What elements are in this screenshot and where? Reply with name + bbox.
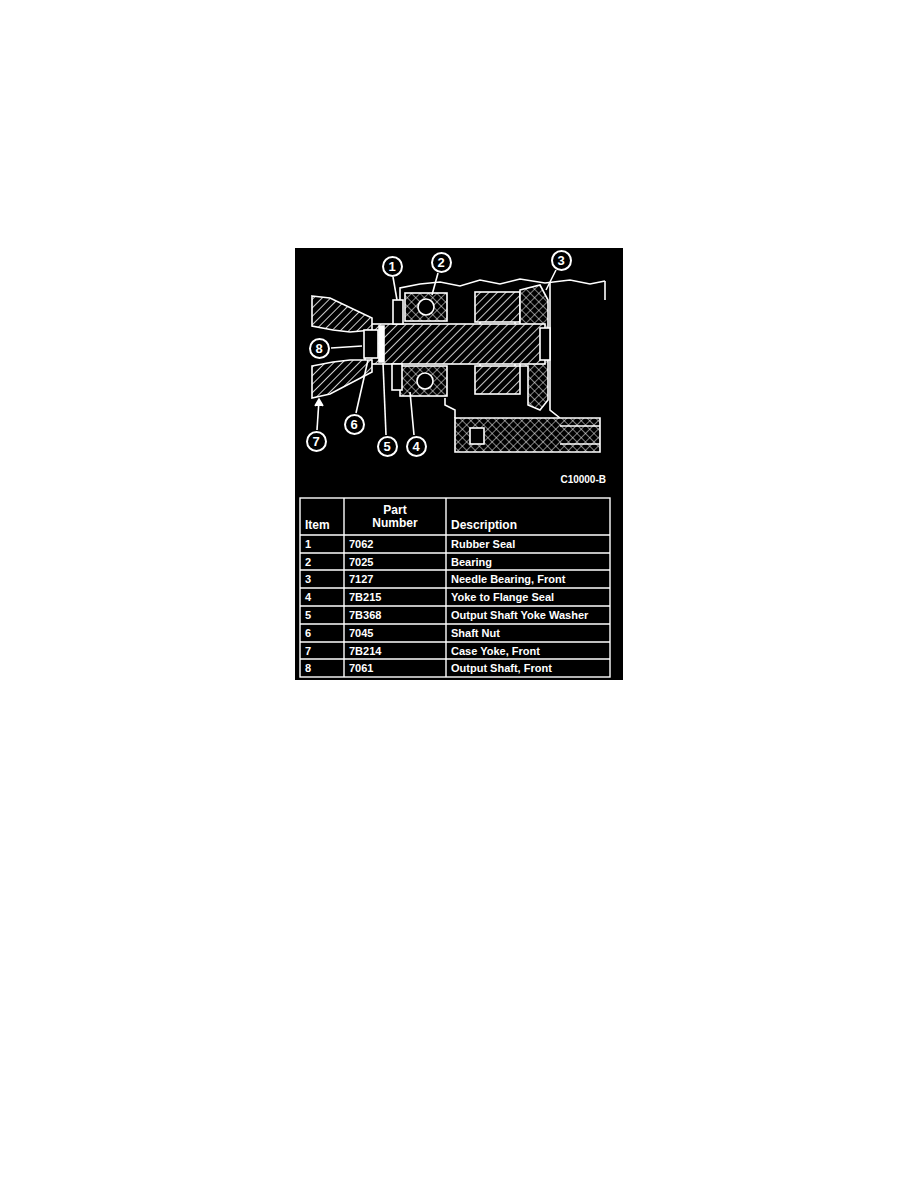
parts-table-grid — [300, 498, 610, 677]
callout-circle: 5 — [377, 436, 398, 457]
callout-number: 3 — [557, 254, 564, 267]
callout-number: 4 — [412, 440, 419, 453]
callout-circle: 4 — [406, 436, 427, 457]
table-header: Item — [305, 518, 330, 532]
table-cell: 6 — [305, 627, 311, 639]
callout-circle: 2 — [431, 252, 452, 273]
table-cell: Rubber Seal — [451, 538, 515, 550]
table-cell: Output Shaft Yoke Washer — [451, 609, 588, 621]
table-cell: 1 — [305, 538, 311, 550]
table-cell: 7025 — [349, 556, 373, 568]
table-cell: 4 — [305, 591, 311, 603]
callout-number: 8 — [315, 342, 322, 355]
table-cell: 2 — [305, 556, 311, 568]
table-cell: Needle Bearing, Front — [451, 573, 565, 585]
table-cell: Bearing — [451, 556, 492, 568]
table-cell: 7B214 — [349, 645, 381, 657]
callout-number: 1 — [388, 260, 395, 273]
table-cell: 5 — [305, 609, 311, 621]
table-cell: 7045 — [349, 627, 373, 639]
table-cell: 7061 — [349, 662, 373, 674]
table-cell: 7B368 — [349, 609, 381, 621]
table-cell: 7127 — [349, 573, 373, 585]
callout-circle: 7 — [306, 431, 327, 452]
table-cell: 7B215 — [349, 591, 381, 603]
table-header: Part Number — [365, 504, 425, 530]
table-cell: 8 — [305, 662, 311, 674]
cross-section — [312, 270, 605, 452]
table-cell: 7062 — [349, 538, 373, 550]
callout-circle: 3 — [551, 250, 572, 271]
table-cell: Output Shaft, Front — [451, 662, 552, 674]
table-cell: Shaft Nut — [451, 627, 500, 639]
table-header: Description — [451, 518, 517, 532]
callout-number: 2 — [437, 256, 444, 269]
table-cell: Case Yoke, Front — [451, 645, 540, 657]
table-cell: Yoke to Flange Seal — [451, 591, 554, 603]
callout-circle: 8 — [309, 338, 330, 359]
table-cell: 7 — [305, 645, 311, 657]
callout-number: 7 — [312, 435, 319, 448]
callout-circle: 6 — [344, 414, 365, 435]
callout-number: 5 — [383, 440, 390, 453]
table-cell: 3 — [305, 573, 311, 585]
figure-panel — [295, 248, 623, 680]
callout-circle: 1 — [382, 256, 403, 277]
figure-code: C10000-B — [560, 474, 606, 485]
callout-number: 6 — [350, 418, 357, 431]
